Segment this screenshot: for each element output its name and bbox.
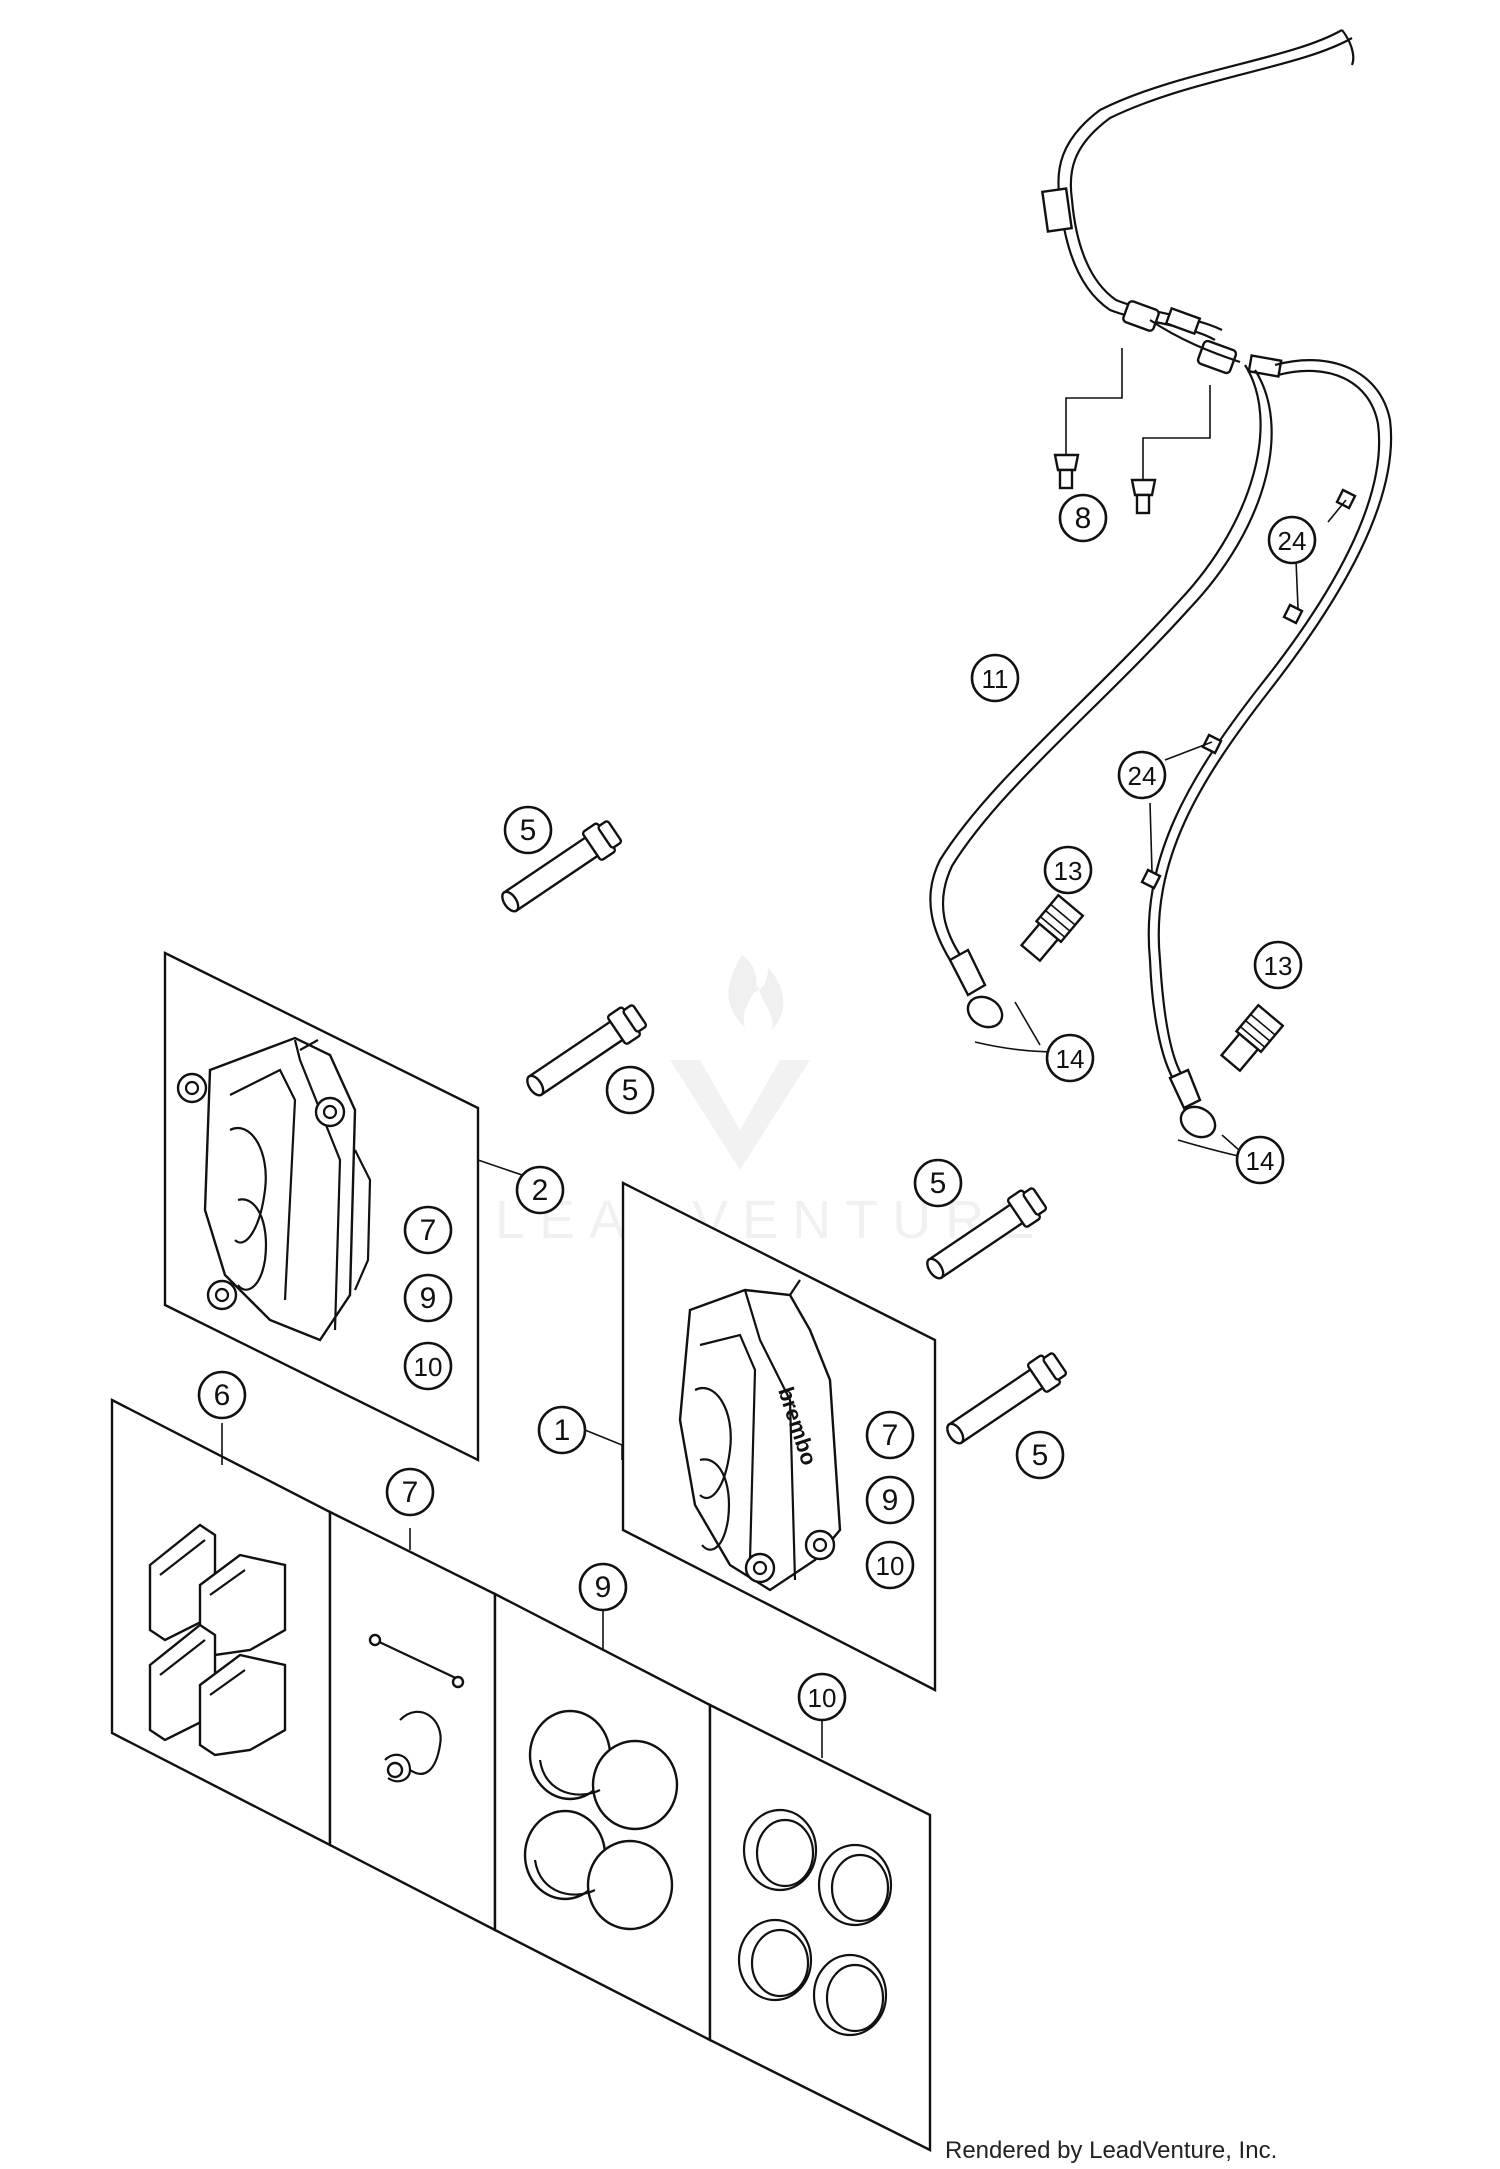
callout-label: 13	[1054, 856, 1083, 886]
callout-1: 1	[537, 1405, 587, 1455]
callout-circle	[1267, 515, 1317, 565]
callout-circle	[578, 1562, 628, 1612]
piston-kit-9-panel	[493, 1592, 712, 2042]
callout-label: 14	[1246, 1146, 1275, 1176]
callout-label: 9	[882, 1484, 899, 1517]
callout-circle	[1015, 1430, 1065, 1480]
callout-5: 5	[1015, 1430, 1065, 1480]
brake-hose-assembly	[929, 29, 1393, 1139]
callout-2: 2	[515, 1165, 565, 1215]
callout-label: 7	[420, 1214, 437, 1247]
seal-kit-10-panel	[708, 1703, 932, 2152]
callout-label: 5	[622, 1074, 639, 1107]
callout-circle	[503, 805, 553, 855]
slide-pin-5-group	[501, 820, 1068, 1445]
callout-13: 13	[1043, 845, 1093, 895]
callout-7: 7	[403, 1205, 453, 1255]
callout-circle	[865, 1410, 915, 1460]
callout-7: 7	[865, 1410, 915, 1460]
callout-9: 9	[865, 1475, 915, 1525]
callout-label: 7	[402, 1476, 419, 1509]
callout-label: 8	[1075, 502, 1092, 535]
callout-circle	[865, 1540, 915, 1590]
callout-circle	[403, 1341, 453, 1391]
callout-10: 10	[865, 1540, 915, 1590]
callout-circle	[385, 1467, 435, 1517]
brake-pad-kit-6-panel	[110, 1398, 332, 1847]
caliper-2-panel	[163, 951, 480, 1462]
callout-5: 5	[913, 1158, 963, 1208]
callout-label: 9	[595, 1571, 612, 1604]
callout-bubbles: 8 24 11 24 13 13 14 14 5 5 5 5 2 7 9 10 1 7 9 10 6 7 9 10	[197, 493, 1317, 1722]
callout-circle	[515, 1165, 565, 1215]
callout-11: 11	[970, 653, 1020, 703]
callout-9: 9	[403, 1273, 453, 1323]
bolt-8-group	[1053, 348, 1211, 515]
callout-8: 8	[1058, 493, 1108, 543]
callout-label: 1	[554, 1414, 571, 1447]
washer-14-group	[974, 1001, 1258, 1161]
callout-label: 5	[520, 814, 537, 847]
callout-label: 5	[1032, 1439, 1049, 1472]
callout-9: 9	[578, 1562, 628, 1612]
callout-1-leader	[584, 1429, 623, 1460]
callout-24: 24	[1117, 750, 1167, 800]
callout-6: 6	[197, 1370, 247, 1420]
callout-circle	[605, 1065, 655, 1115]
leadventure-watermark: LEADVENTURE	[495, 955, 1034, 1250]
callout-circle	[403, 1273, 453, 1323]
callout-circle	[865, 1475, 915, 1525]
credit-text: Rendered by LeadVenture, Inc.	[945, 2137, 1277, 2164]
callout-circle	[1117, 750, 1167, 800]
callout-circle	[1043, 845, 1093, 895]
callout-circle	[1045, 1033, 1095, 1083]
callout-14: 14	[1045, 1033, 1095, 1083]
callout-label: 24	[1278, 526, 1307, 556]
callout-circle	[1253, 940, 1303, 990]
callout-circle	[970, 653, 1020, 703]
callout-circle	[1058, 493, 1108, 543]
bleeder-valve-13-group	[1019, 893, 1285, 1073]
caliper-1-panel: brembo	[621, 1181, 937, 1692]
callout-2-leader	[477, 1159, 523, 1188]
callout-13: 13	[1253, 940, 1303, 990]
callout-label: 5	[930, 1167, 947, 1200]
callout-label: 10	[876, 1551, 905, 1581]
callout-label: 2	[532, 1174, 549, 1207]
callout-circle	[403, 1205, 453, 1255]
callout-circle	[537, 1405, 587, 1455]
callout-10: 10	[403, 1341, 453, 1391]
callout-label: 14	[1056, 1044, 1085, 1074]
callout-10: 10	[797, 1672, 847, 1722]
callout-7: 7	[385, 1467, 435, 1517]
callout-14: 14	[1235, 1135, 1285, 1185]
callout-label: 9	[420, 1282, 437, 1315]
callout-label: 7	[882, 1419, 899, 1452]
callout-5: 5	[605, 1065, 655, 1115]
pin-clip-kit-7-panel	[328, 1510, 497, 1932]
callout-circle	[1235, 1135, 1285, 1185]
callout-24: 24	[1267, 515, 1317, 565]
callout-5: 5	[503, 805, 553, 855]
hose-clip-24-group	[1140, 488, 1357, 890]
callout-label: 10	[808, 1683, 837, 1713]
callout-label: 6	[214, 1379, 231, 1412]
callout-label: 13	[1264, 951, 1293, 981]
callout-label: 10	[414, 1352, 443, 1382]
callout-circle	[913, 1158, 963, 1208]
callout-label: 11	[982, 664, 1009, 694]
callout-circle	[197, 1370, 247, 1420]
callout-circle	[797, 1672, 847, 1722]
callout-label: 24	[1128, 761, 1157, 791]
